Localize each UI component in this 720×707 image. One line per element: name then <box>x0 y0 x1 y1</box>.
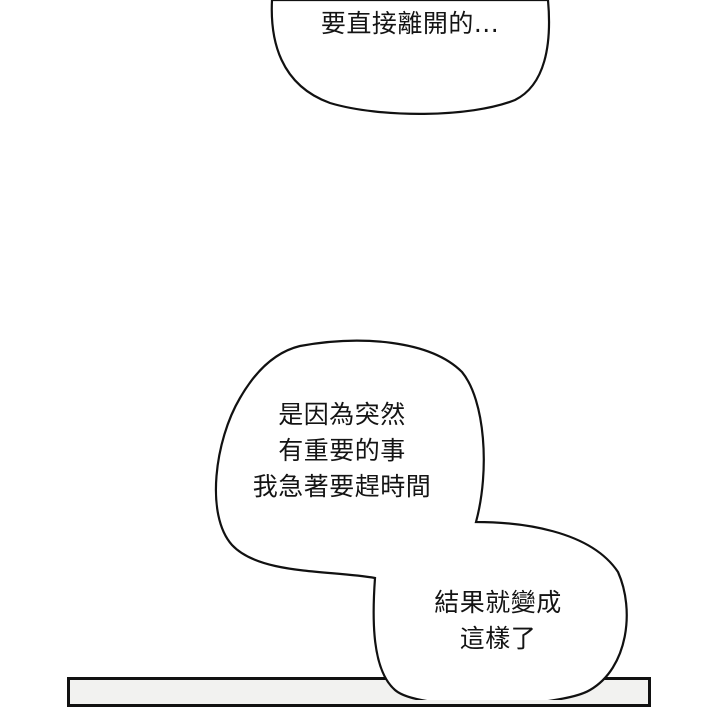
dialogue-line: 結果就變成 <box>434 588 562 617</box>
speech-text-middle: 是因為突然 有重要的事 我急著要趕時間 <box>228 397 456 505</box>
dialogue-line: 要直接離開的... <box>320 9 500 38</box>
dialogue-line: 是因為突然 <box>278 400 406 429</box>
speech-bubble-middle-bottom <box>214 339 628 700</box>
speech-text-bottom: 結果就變成 這樣了 <box>408 585 588 657</box>
speech-text-top: 要直接離開的... <box>300 6 520 42</box>
speech-bubble-top <box>270 0 551 115</box>
dialogue-line: 我急著要趕時間 <box>252 472 432 501</box>
dialogue-line: 有重要的事 <box>278 436 406 465</box>
dialogue-line: 這樣了 <box>459 624 537 653</box>
